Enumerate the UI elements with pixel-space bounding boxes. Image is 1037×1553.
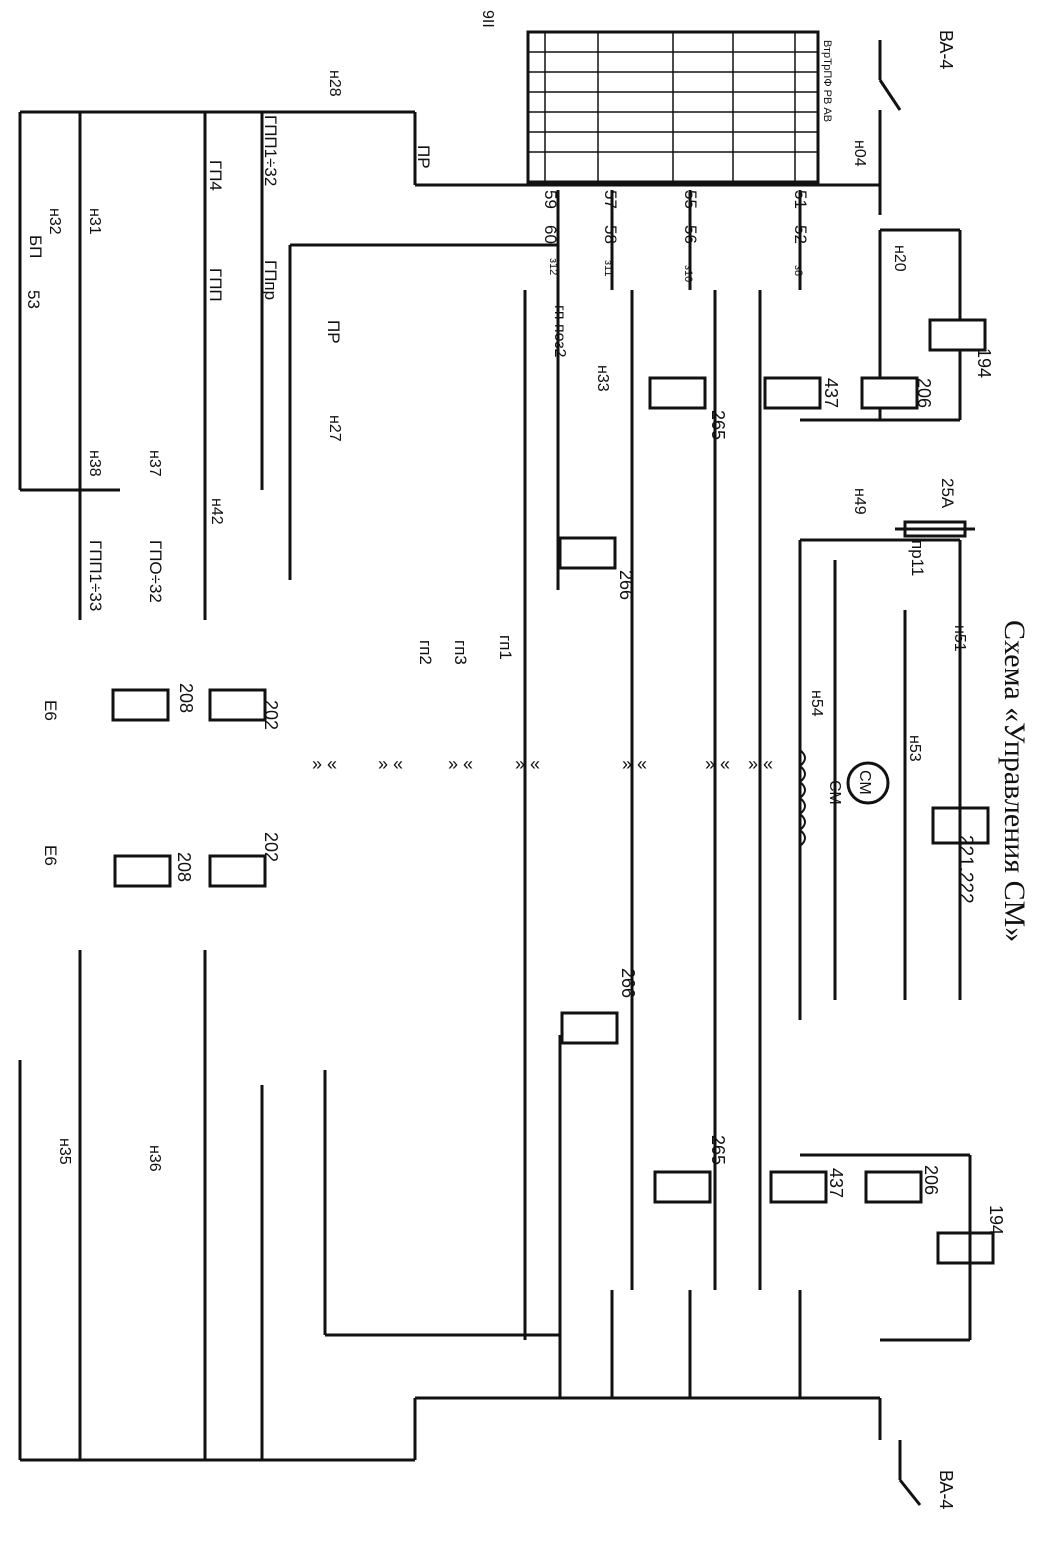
svg-text:» «: » « [705,754,730,774]
relay-label-266: 266 [616,570,636,600]
terminal-52: 52 [791,225,810,244]
relay-number-labels: 221.222 194 206 437 265 266 202 208 194 … [174,348,1006,1235]
controller-header: ВтрТрПФ РВ АВ [821,40,833,122]
terminal-51: 51 [791,190,810,209]
switch-position-labels: з8 з10 з11 з12 [547,258,804,282]
contact-gp2: гп2 [416,640,435,665]
contact-gp4: ГП4 [206,160,225,191]
contact-e6-bottom: Е6 [41,845,60,866]
contact-gpp1-32: ГПП1÷32 [261,115,280,186]
wire-n38: н38 [86,450,103,477]
wire-n54: н54 [808,690,825,717]
svg-text:» «: » « [622,754,647,774]
terminal-53: 53 [24,290,43,309]
relay-coils-bottom [113,806,995,1265]
position-z12: з12 [547,258,559,275]
relay-label-206-bottom: 206 [921,1165,941,1195]
fuse-name: пр11 [908,540,927,576]
contact-bp: БП [26,235,45,258]
wire-n33: н33 [594,365,611,392]
wire-n28: н28 [326,70,343,97]
relay-label-202-bottom: 202 [261,832,281,862]
position-z8: з8 [792,265,804,276]
relay-label-437: 437 [821,378,841,408]
svg-text:» «: » « [515,754,540,774]
wire-n32: н32 [46,208,63,235]
contact-gpp1-33: ГПП1÷33 [86,540,105,611]
contact-e6: Е6 [41,700,60,721]
wire-number-labels: н04 н20 н27 н28 н31 н32 н33 н35 н36 н37 … [46,70,968,1172]
relay-label-208: 208 [176,683,196,713]
breaker-va4-top: ВА-4 [878,30,956,111]
controller-grid: ВтрТрПФ РВ АВ [526,30,833,184]
relay-label-208-bottom: 208 [174,852,194,882]
terminal-57: 57 [601,190,620,209]
relay-label-437-bottom: 437 [826,1168,846,1198]
contact-gp-pos2: гп поз2 [551,305,568,358]
wire-n49: н49 [851,488,868,515]
wire-n27: н27 [326,415,343,442]
contact-pr-2: ПР [324,320,343,344]
position-z10: з10 [682,265,694,282]
contact-pr: ПР [414,145,433,169]
svg-text:» «: » « [312,754,337,774]
motor-sm: СМ СМ [798,538,962,1020]
relay-label-265: 265 [708,410,728,440]
relay-label-206: 206 [914,378,934,408]
contact-gpo-32: ГПО÷32 [146,540,165,603]
svg-text:» «: » « [378,754,403,774]
breaker-label-top: ВА-4 [936,30,956,69]
contact-gppr: ГПпр [261,260,280,300]
wire-n37: н37 [146,450,163,477]
svg-text:» «: » « [748,754,773,774]
connector-arrows: » « » « » « » « » « » « » « [312,754,773,774]
motor-armature-label: СМ [856,770,873,795]
diagram-title: Схема «Управления СМ» [998,620,1031,942]
contact-gp3: гп3 [451,640,470,665]
page-number: 9II [479,10,496,28]
contact-labels: ПР ПР ГП4 ГПП ГПпр ГПП1÷32 ГПП1÷33 ГПО÷3… [26,115,568,866]
wire-n42: н42 [208,498,225,525]
wire-n36: н36 [146,1145,163,1172]
top-wiring [18,110,962,1340]
wire-n31: н31 [86,208,103,235]
terminal-58: 58 [601,225,620,244]
wire-n04: н04 [851,140,868,167]
fuse-pr11: 25А пр11 [895,478,975,576]
wire-n35: н35 [56,1138,73,1165]
breaker-va4-bottom: ВА-4 [898,1440,956,1509]
contact-gpp: ГПП [206,268,225,302]
terminal-59: 59 [541,190,560,209]
relay-label-266-bottom: 266 [618,968,638,998]
relay-coils-top [111,318,987,722]
relay-label-194-bottom: 194 [986,1205,1006,1235]
wire-n53: н53 [906,735,923,762]
bottom-wiring [18,950,972,1462]
contact-gp1: гп1 [496,635,515,660]
fuse-rating: 25А [938,478,957,509]
terminal-labels: 51 52 55 56 57 58 59 60 53 [24,190,810,309]
wire-n51: н51 [951,625,968,652]
wire-n20: н20 [891,245,908,272]
terminal-60: 60 [541,225,560,244]
terminal-55: 55 [681,190,700,209]
terminal-56: 56 [681,225,700,244]
relay-label-221-222: 221.222 [955,835,976,904]
svg-text:» «: » « [448,754,473,774]
position-z11: з11 [602,260,614,276]
relay-label-202: 202 [261,700,281,730]
relay-label-194: 194 [974,348,994,378]
breaker-label-bottom: ВА-4 [936,1470,956,1509]
relay-label-265-bottom: 265 [708,1135,728,1165]
